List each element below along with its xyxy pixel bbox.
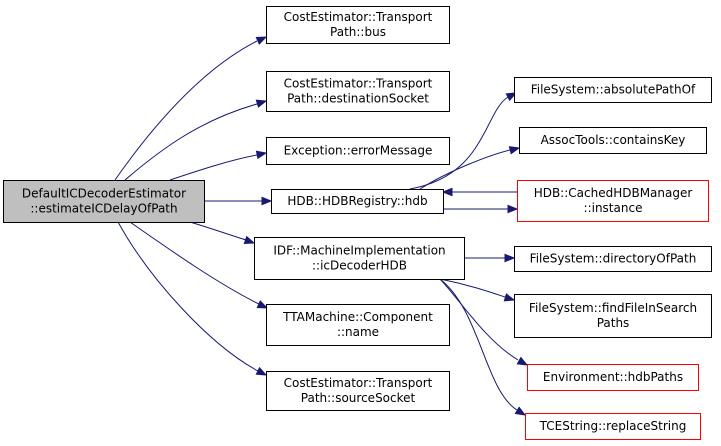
edge-line	[124, 103, 258, 181]
node-box	[271, 189, 444, 214]
edges-layer	[114, 36, 529, 416]
edge-line	[114, 40, 258, 181]
node-box	[519, 127, 707, 154]
node-box	[514, 294, 712, 338]
node-label: ::instance	[584, 201, 643, 215]
node-label: Path::sourceSocket	[301, 391, 416, 405]
edge-line	[439, 278, 519, 361]
node-dest[interactable]: CostEstimator::TransportPath::destinatio…	[266, 71, 450, 112]
node-label: FileSystem::directoryOfPath	[530, 252, 697, 266]
node-label: ::icDecoderHDB	[312, 259, 407, 273]
edge-root-to-bus	[114, 36, 268, 181]
arrow-head-icon	[516, 356, 529, 366]
node-label: Environment::hdbPaths	[543, 370, 683, 384]
edge-icdec-to-dirof	[464, 253, 516, 263]
node-label: Path::destinationSocket	[287, 92, 429, 106]
node-label: DefaultICDecoderEstimator	[22, 187, 186, 201]
arrow-head-icon	[441, 187, 453, 197]
edge-root-to-hdb	[204, 196, 273, 206]
edge-root-to-src	[117, 221, 268, 376]
arrow-head-icon	[243, 235, 256, 244]
node-label: FileSystem::absolutePathOf	[531, 83, 696, 97]
node-box	[514, 77, 712, 103]
edge-icdec-to-findfile	[439, 278, 516, 302]
node-box	[3, 180, 205, 223]
edge-line	[409, 96, 509, 190]
node-label: Exception::errorMessage	[284, 144, 433, 158]
edge-line	[189, 221, 247, 241]
edge-icdec-to-replace	[439, 278, 527, 416]
node-label: FileSystem::findFileInSearch	[529, 301, 697, 315]
node-replace[interactable]: TCEString::replaceString	[525, 413, 701, 440]
edge-hdb-to-abspath	[409, 92, 518, 190]
node-label: Paths	[597, 316, 630, 330]
node-box	[517, 180, 709, 222]
node-box	[266, 6, 450, 44]
node-label: TTAMachine::Component	[282, 310, 433, 324]
arrow-head-icon	[514, 406, 527, 416]
arrow-head-icon	[255, 150, 268, 160]
nodes-layer: DefaultICDecoderEstimator::estimateICDel…	[3, 6, 712, 440]
edge-root-to-errmsg	[169, 150, 268, 181]
edge-line	[419, 149, 511, 190]
edge-root-to-icdec	[189, 221, 256, 244]
edge-line	[117, 221, 259, 372]
arrow-head-icon	[255, 366, 268, 376]
node-box	[266, 371, 450, 411]
arrow-head-icon	[503, 293, 516, 302]
node-label: AssocTools::containsKey	[541, 133, 686, 147]
node-box	[266, 71, 450, 112]
node-hdb[interactable]: HDB::HDBRegistry::hdb	[271, 189, 444, 214]
arrow-head-icon	[507, 204, 519, 214]
arrow-head-icon	[504, 253, 516, 263]
arrow-head-icon	[508, 146, 521, 155]
node-label: CostEstimator::Transport	[284, 77, 433, 91]
node-label: IDF::MachineImplementation	[273, 244, 445, 258]
edge-line	[169, 154, 258, 181]
node-label: HDB::HDBRegistry::hdb	[287, 194, 427, 208]
edge-hdb-to-cached	[443, 204, 519, 214]
edge-line	[439, 278, 506, 298]
node-name[interactable]: TTAMachine::Component::name	[266, 304, 450, 346]
node-box	[266, 137, 450, 165]
node-root[interactable]: DefaultICDecoderEstimator::estimateICDel…	[3, 180, 205, 223]
node-label: CostEstimator::Transport	[284, 10, 433, 24]
node-dirof[interactable]: FileSystem::directoryOfPath	[514, 246, 712, 272]
arrow-head-icon	[256, 300, 269, 309]
arrow-head-icon	[261, 196, 273, 206]
edge-icdec-to-envhdb	[439, 278, 529, 366]
node-label: Path::bus	[330, 25, 386, 39]
edge-root-to-name	[129, 221, 269, 309]
edge-cached-to-hdb	[441, 187, 517, 197]
node-label: ::estimateICDelayOfPath	[30, 202, 177, 216]
node-box	[525, 413, 701, 440]
node-errmsg[interactable]: Exception::errorMessage	[266, 137, 450, 165]
node-envhdb[interactable]: Environment::hdbPaths	[527, 364, 699, 391]
edge-line	[439, 278, 518, 411]
node-label: TCEString::replaceString	[539, 419, 687, 433]
node-label: CostEstimator::Transport	[284, 376, 433, 390]
arrow-head-icon	[255, 99, 268, 108]
node-box	[266, 304, 450, 346]
node-src[interactable]: CostEstimator::TransportPath::sourceSock…	[266, 371, 450, 411]
node-label: HDB::CachedHDBManager	[534, 186, 693, 200]
node-box	[514, 246, 712, 272]
arrow-head-icon	[255, 36, 268, 45]
node-box	[527, 364, 699, 391]
arrow-head-icon	[505, 92, 518, 102]
node-contains[interactable]: AssocTools::containsKey	[519, 127, 707, 154]
node-cached[interactable]: HDB::CachedHDBManager::instance	[517, 180, 709, 222]
node-abspath[interactable]: FileSystem::absolutePathOf	[514, 77, 712, 103]
node-label: ::name	[337, 325, 379, 339]
edge-root-to-dest	[124, 99, 268, 181]
node-box	[254, 237, 465, 280]
edge-line	[129, 221, 260, 305]
node-icdec[interactable]: IDF::MachineImplementation::icDecoderHDB	[254, 237, 465, 280]
edge-hdb-to-contains	[419, 146, 521, 190]
